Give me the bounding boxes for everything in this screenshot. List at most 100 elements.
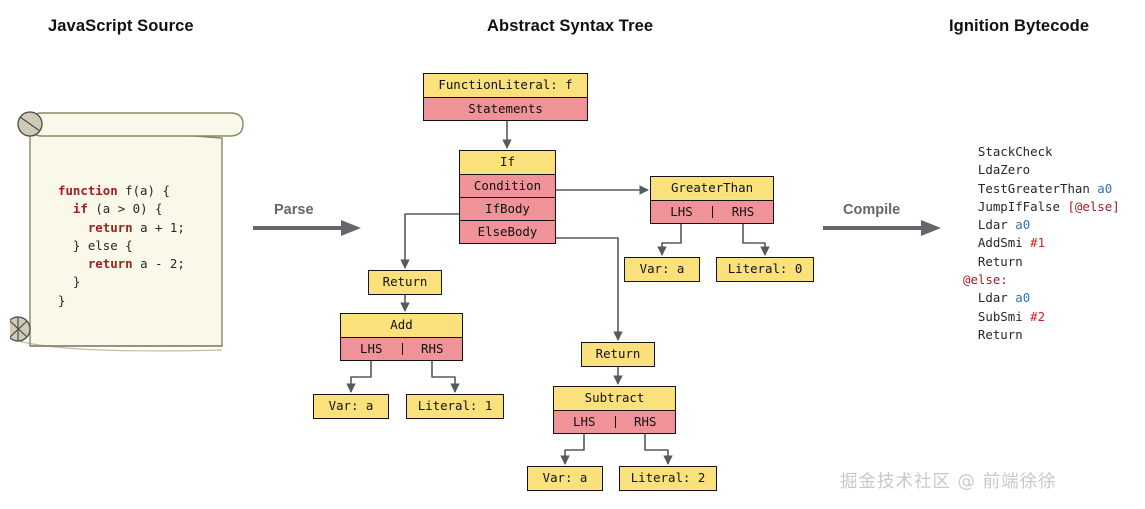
code-indent [58,238,73,253]
ast-node-var-a-add[interactable]: Var: a [313,394,389,419]
code-text: } [58,292,66,308]
bytecode-line: Ldar a0 [963,216,1120,234]
source-code-line: function f(a) { [58,182,185,200]
ast-node-slot[interactable]: Statements [424,97,587,120]
ast-node-slot[interactable]: Condition [460,174,555,197]
bytecode-opcode: Return [977,326,1023,342]
bytecode-line: AddSmi #1 [963,234,1120,252]
bytecode-line: Return [963,326,1120,344]
compile-step-label: Compile [843,202,901,218]
bytecode-line: Ldar a0 [963,289,1120,307]
ast-node-var-a-sub[interactable]: Var: a [527,466,603,491]
bytecode-opcode: Ldar [977,290,1016,306]
code-indent [58,201,73,216]
ast-node-header: Return [582,343,654,366]
bytecode-line: JumpIfFalse [@else] [963,198,1120,216]
bytecode-indent [963,181,978,196]
bytecode-indent [963,254,978,269]
bytecode-opcode: StackCheck [977,144,1053,159]
source-code-line: if (a > 0) { [58,200,185,218]
bytecode-opcode: AddSmi [977,235,1031,251]
ast-node-return-else[interactable]: Return [581,342,655,367]
column-title-abstract-syntax-tree: Abstract Syntax Tree [487,17,654,35]
source-code-text: function f(a) { if (a > 0) { return a + … [58,182,185,310]
bytecode-immediate: #2 [1030,308,1046,324]
bytecode-line: Return [963,253,1120,271]
bytecode-opcode: TestGreaterThan [977,180,1098,196]
ast-node-slot[interactable]: IfBody [460,197,555,220]
ast-node-operand[interactable]: LHS [554,415,615,429]
bytecode-label: @else: [963,272,1008,288]
code-text: a + 1; [140,219,185,235]
ast-node-operand[interactable]: LHS [341,342,402,356]
source-code-line: } else { [58,237,185,255]
ast-node-return-if[interactable]: Return [368,270,442,295]
parse-step-label: Parse [274,202,314,218]
ast-node-literal-0[interactable]: Literal: 0 [716,257,814,282]
source-code-line: } [58,273,185,291]
ast-node-header: Literal: 0 [717,258,813,281]
code-text: } else { [72,237,133,253]
code-text: a - 2; [140,256,185,272]
code-keyword: return [87,219,141,235]
ast-node-header: GreaterThan [651,177,773,200]
bytecode-jump-target: [@else] [1067,198,1120,214]
ast-node-header: Literal: 2 [620,467,716,490]
ast-node-operand[interactable]: RHS [712,205,773,219]
bytecode-opcode: Ldar [977,217,1016,233]
bytecode-listing: StackCheck LdaZero TestGreaterThan a0 Ju… [963,143,1120,344]
code-keyword: return [87,256,141,272]
ast-node-operand[interactable]: LHS [651,205,712,219]
ast-node-header: Literal: 1 [407,395,503,418]
bytecode-indent [963,327,978,342]
code-keyword: function [58,183,126,198]
ast-node-header: Add [341,314,462,337]
ast-node-slot[interactable]: ElseBody [460,220,555,243]
ast-node-header: Var: a [625,258,699,281]
ast-node-header: Return [369,271,441,294]
bytecode-indent [963,290,978,305]
watermark-text: 掘金技术社区 @ 前端徐徐 [840,472,1057,492]
source-code-scroll: function f(a) { if (a > 0) { return a + … [10,110,260,360]
ast-node-header: Subtract [554,387,675,410]
code-indent [58,220,88,235]
ast-node-literal-2[interactable]: Literal: 2 [619,466,717,491]
bytecode-indent [963,144,978,159]
bytecode-line: SubSmi #2 [963,308,1120,326]
ast-node-header: FunctionLiteral: f [424,74,587,97]
bytecode-register: a0 [1015,290,1031,306]
bytecode-register: a0 [1097,180,1113,196]
source-code-line: return a - 2; [58,255,185,273]
bytecode-indent [963,199,978,214]
bytecode-indent [963,217,978,232]
bytecode-indent [963,235,978,250]
bytecode-indent [963,309,978,324]
ast-node-operand[interactable]: RHS [614,415,675,429]
bytecode-line: StackCheck [963,143,1120,161]
code-keyword: if [72,201,96,217]
code-text: (a > 0) { [95,201,163,217]
source-code-line: return a + 1; [58,219,185,237]
bytecode-register: a0 [1015,217,1031,233]
scroll-paper-shape [10,111,244,352]
code-indent [58,274,73,289]
ast-node-literal-1[interactable]: Literal: 1 [406,394,504,419]
ast-node-header: Var: a [314,395,388,418]
bytecode-line: TestGreaterThan a0 [963,180,1120,198]
bytecode-opcode: Return [977,253,1023,269]
ast-node-operand[interactable]: RHS [401,342,462,356]
code-text: f(a) { [125,183,170,198]
bytecode-line: LdaZero [963,161,1120,179]
parse-arrow-icon [253,220,361,236]
source-code-line: } [58,292,185,310]
column-title-ignition-bytecode: Ignition Bytecode [949,17,1090,35]
ast-node-var-a-cond[interactable]: Var: a [624,257,700,282]
